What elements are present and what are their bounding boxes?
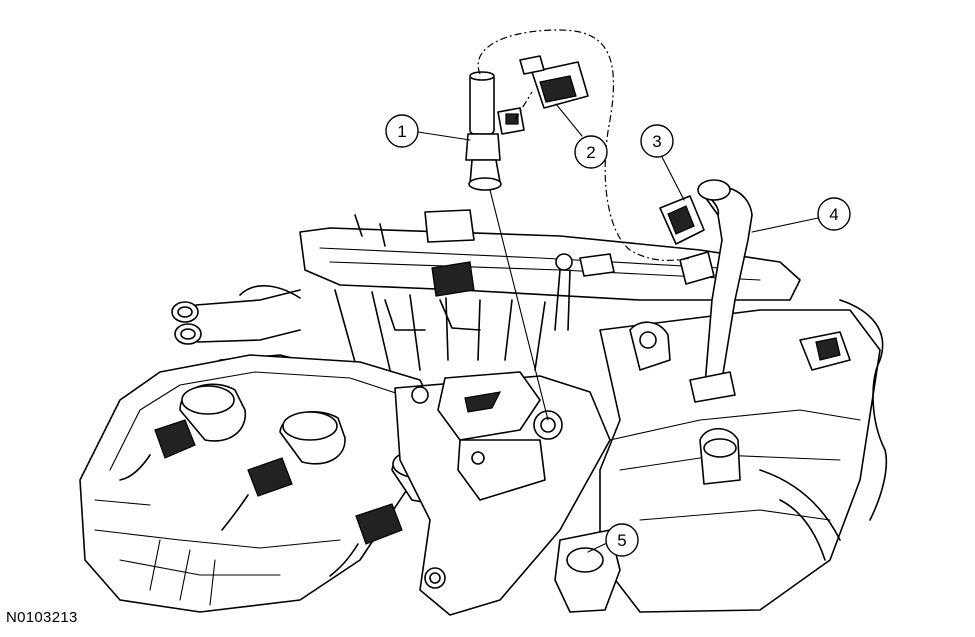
ignition-coil-1 xyxy=(119,383,247,481)
figure-id: N0103213 xyxy=(6,609,78,626)
callout-5: 5 xyxy=(587,523,639,557)
callout-2: 2 xyxy=(555,103,608,169)
hose-fittings-left xyxy=(171,284,301,361)
callout-3-label: 3 xyxy=(652,132,661,151)
manifold-details xyxy=(354,209,615,331)
intake-manifold xyxy=(299,227,801,381)
callout-3: 3 xyxy=(640,124,685,201)
install-line xyxy=(489,189,549,421)
callout-2-label: 2 xyxy=(586,143,595,162)
callout-1: 1 xyxy=(385,114,471,148)
connector-3 xyxy=(659,195,715,285)
right-bank xyxy=(554,299,888,613)
routing-line-2 xyxy=(514,91,533,121)
callout-1-label: 1 xyxy=(397,122,406,141)
center-cover xyxy=(394,371,611,616)
callout-4: 4 xyxy=(751,197,851,233)
connector-2 xyxy=(519,55,589,109)
callout-4-label: 4 xyxy=(829,205,838,224)
callout-5-label: 5 xyxy=(617,531,626,550)
ignition-coil-2 xyxy=(221,411,346,531)
pcv-hose xyxy=(689,179,753,403)
sensor-1 xyxy=(465,71,525,191)
routing-line xyxy=(477,29,691,261)
